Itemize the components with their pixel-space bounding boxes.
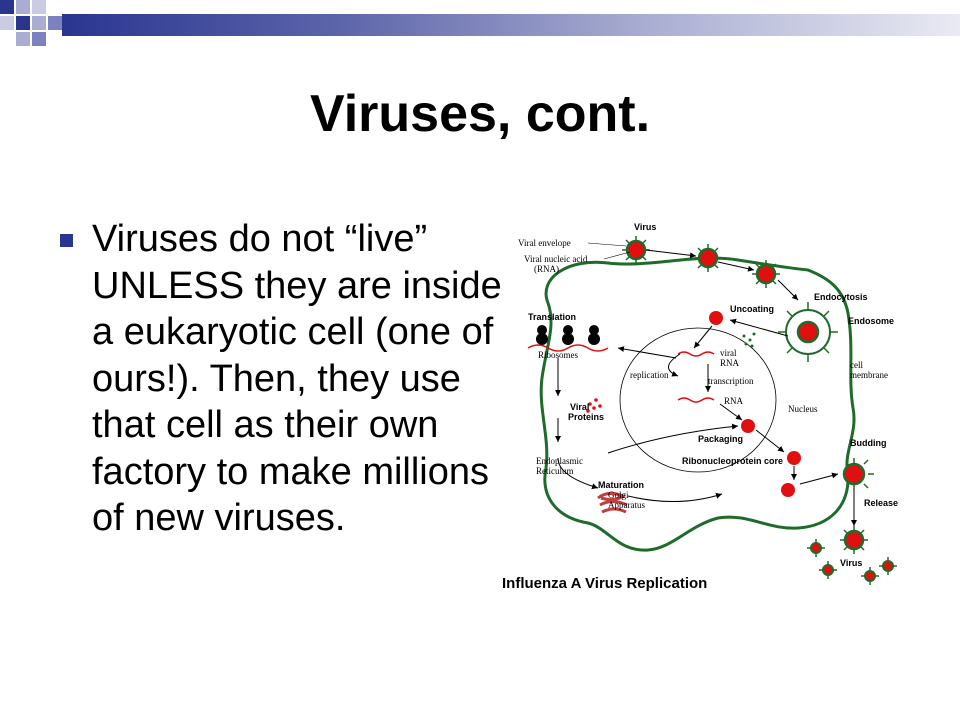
uncoating-fragments xyxy=(742,332,756,348)
bullet-text: Viruses do not “live” UNLESS they are in… xyxy=(92,218,502,539)
mrna-strand xyxy=(527,344,609,352)
label-rnp-core: Ribonucleoprotein core xyxy=(682,456,783,466)
label-apparatus: Apparatus xyxy=(608,500,645,510)
label-viral-nucleic-acid: Viral nucleic acid xyxy=(524,254,588,264)
rnp-particles xyxy=(709,311,801,497)
label-viral-envelope: Viral envelope xyxy=(518,238,571,248)
bullet-marker xyxy=(60,234,73,247)
label-rna-paren: (RNA) xyxy=(534,264,559,274)
ribosomes xyxy=(536,325,600,345)
label-golgi: Golgi xyxy=(608,490,629,500)
label-budding: Budding xyxy=(850,438,887,448)
label-virus-bottom: Virus xyxy=(840,558,862,568)
label-endoplasmic: Endoplasmic xyxy=(536,456,583,466)
label-transcription: transcription xyxy=(708,376,754,386)
label-membrane: membrane xyxy=(850,370,888,380)
nucleus xyxy=(619,327,777,473)
label-viral: viral xyxy=(720,348,737,358)
label-ribosomes: Ribosomes xyxy=(538,350,579,360)
label-reticulum: Reticulum xyxy=(536,466,574,476)
label-nucleus: Nucleus xyxy=(788,404,818,414)
label-virus-top: Virus xyxy=(634,222,656,232)
label-rna: RNA xyxy=(720,358,740,368)
rna-strands xyxy=(677,351,715,403)
slide-title: Viruses, cont. xyxy=(309,85,651,143)
cell-membrane xyxy=(539,256,856,552)
label-viral-proteins-2: Proteins xyxy=(568,412,604,422)
label-release: Release xyxy=(864,498,898,508)
label-uncoating: Uncoating xyxy=(730,304,774,314)
viral-proteins xyxy=(586,398,602,413)
label-packaging: Packaging xyxy=(698,434,743,444)
label-endosome: Endosome xyxy=(848,316,894,326)
golgi-apparatus xyxy=(597,491,628,514)
label-rna2: RNA xyxy=(724,396,744,406)
label-endocytosis: Endocytosis xyxy=(814,292,868,302)
label-translation: Translation xyxy=(528,312,576,322)
corner-decoration xyxy=(0,0,62,46)
virion-group-top xyxy=(622,236,897,585)
label-viral-proteins-1: Viral xyxy=(570,402,589,412)
virus-replication-diagram: Virus Viral envelope Viral nucleic acid … xyxy=(502,222,898,592)
label-cell: cell xyxy=(850,360,863,370)
process-arrows xyxy=(555,249,857,526)
top-gradient-bar xyxy=(62,14,960,36)
label-replication: replication xyxy=(630,370,669,380)
label-maturation: Maturation xyxy=(598,480,644,490)
diagram-title: Influenza A Virus Replication xyxy=(502,575,707,592)
